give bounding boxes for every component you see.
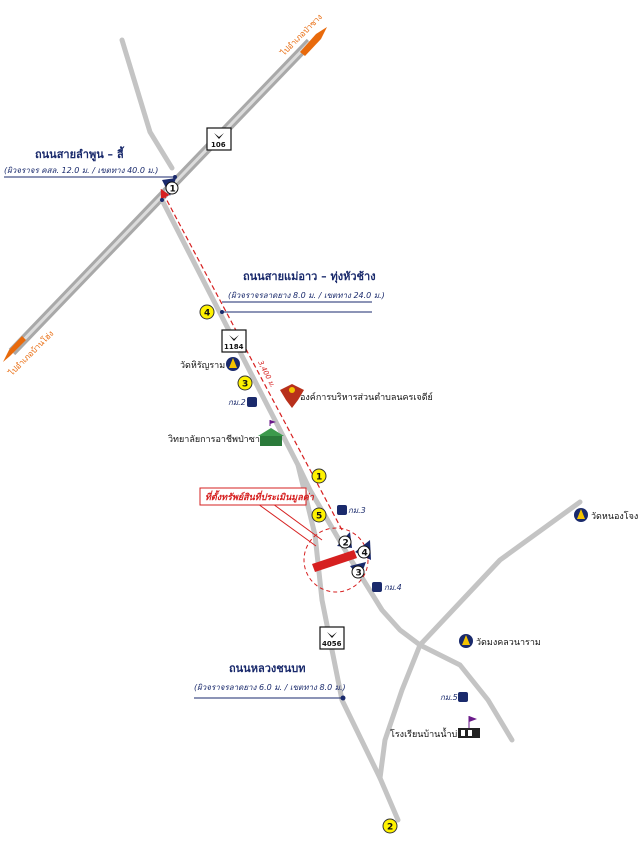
- photo-point-5: 5: [311, 507, 327, 523]
- route-shield-1184: 1184: [221, 329, 247, 353]
- svg-text:1: 1: [170, 185, 176, 195]
- place-school: โรงเรียนบ้านน้ำบ่อย: [390, 716, 480, 740]
- svg-text:วัดมงคลวนาราม: วัดมงคลวนาราม: [476, 638, 541, 648]
- property-marker: [312, 550, 357, 572]
- property-label-leader: [257, 503, 317, 547]
- key-point-2: 2: [337, 532, 352, 549]
- road-network: [119, 37, 583, 823]
- svg-text:วิทยาลัยการอาชีพป่าซาง: วิทยาลัยการอาชีพป่าซาง: [168, 434, 264, 445]
- photo-point-1: 1: [311, 468, 327, 484]
- temple-icon: [574, 508, 588, 522]
- route-shield-106: 106: [206, 127, 232, 151]
- svg-text:4: 4: [362, 549, 368, 559]
- property-label: ที่ตั้งทรัพย์สินที่ประเมินมูลค่า: [205, 490, 315, 503]
- highway-106: [8, 38, 314, 356]
- svg-text:4: 4: [204, 309, 210, 319]
- svg-text:กม.2: กม.2: [228, 398, 246, 407]
- place-wat-hiran: วัดหิรัญราม: [180, 357, 240, 371]
- km-marker-4: กม.4: [372, 582, 402, 592]
- school-building-icon: [258, 420, 284, 446]
- place-wat-mongkol: วัดมงคลวนาราม: [459, 634, 541, 648]
- svg-text:วัดหนองโจง: วัดหนองโจง: [591, 511, 638, 522]
- svg-text:ถนนสายแม่อาว – ทุ่งหัวช้าง: ถนนสายแม่อาว – ทุ่งหัวช้าง: [243, 270, 376, 284]
- photo-point-2: 2: [382, 818, 398, 834]
- temple-icon: [226, 357, 240, 371]
- place-tambon: องค์การบริหารส่วนตำบลนครเจดีย์: [280, 384, 433, 408]
- school-flag-icon: [458, 716, 480, 738]
- road-callout-1184: ถนนสายแม่อาว – ทุ่งหัวช้าง (ผิวจราจรลาดย…: [220, 270, 385, 314]
- road-callout-106: ถนนสายลำพูน – ลี้ (ผิวจราจร คสล. 12.0 ม.…: [4, 146, 177, 179]
- km-marker-5: กม.5: [440, 692, 468, 702]
- svg-text:โรงเรียนบ้านน้ำบ่อย: โรงเรียนบ้านน้ำบ่อย: [390, 727, 468, 740]
- svg-text:1184: 1184: [224, 343, 244, 351]
- route-shield-4056: 4056: [319, 626, 345, 650]
- svg-text:5: 5: [316, 512, 322, 522]
- svg-text:กม.3: กม.3: [348, 506, 366, 515]
- svg-text:(ผิวจราจรลาดยาง 8.0 ม. / เขตทา: (ผิวจราจรลาดยาง 8.0 ม. / เขตทาง 24.0 ม.): [228, 291, 385, 300]
- svg-text:กม.4: กม.4: [384, 583, 402, 592]
- key-point-4: 4: [355, 540, 371, 560]
- property-label-box: [199, 487, 307, 506]
- svg-text:2: 2: [343, 539, 349, 549]
- temple-icon: [459, 634, 473, 648]
- direction-arrow-southwest: [3, 336, 26, 362]
- place-college: วิทยาลัยการอาชีพป่าซาง: [168, 420, 284, 446]
- direction-arrow-northeast: [300, 27, 327, 56]
- property-area-circle: [303, 527, 369, 593]
- key-point-1: 1: [162, 178, 179, 196]
- key-point-3: 3: [350, 562, 366, 579]
- svg-text:106: 106: [211, 141, 226, 149]
- junction-dot: [160, 198, 164, 202]
- svg-text:(ผิวจราจร คสล. 12.0 ม. / เขตทา: (ผิวจราจร คสล. 12.0 ม. / เขตทาง 40.0 ม.): [4, 166, 158, 175]
- svg-text:4056: 4056: [322, 640, 342, 648]
- svg-text:กม.5: กม.5: [440, 693, 458, 702]
- svg-text:2: 2: [387, 823, 393, 833]
- svg-text:ถนนหลวงชนบท: ถนนหลวงชนบท: [229, 662, 305, 675]
- svg-text:องค์การบริหารส่วนตำบลนครเจดีย์: องค์การบริหารส่วนตำบลนครเจดีย์: [300, 391, 433, 403]
- place-wat-nongjong: วัดหนองโจง: [574, 508, 638, 522]
- photo-point-3: 3: [237, 375, 253, 391]
- svg-text:วัดหิรัญราม: วัดหิรัญราม: [180, 360, 225, 371]
- km-marker-2: กม.2: [228, 397, 257, 407]
- svg-text:3: 3: [356, 569, 362, 579]
- svg-text:1: 1: [316, 473, 322, 483]
- road-callout-rural: ถนนหลวงชนบท (ผิวจราจรลาดยาง 6.0 ม. / เขต…: [194, 662, 346, 701]
- photo-point-4: 4: [199, 304, 215, 320]
- property-label-leader: [272, 503, 323, 541]
- svg-text:ถนนสายลำพูน – ลี้: ถนนสายลำพูน – ลี้: [35, 146, 125, 162]
- svg-text:(ผิวจราจรลาดยาง 6.0 ม. / เขตทา: (ผิวจราจรลาดยาง 6.0 ม. / เขตทาง 8.0 ม.): [194, 683, 346, 692]
- garuda-emblem-icon: [280, 384, 304, 408]
- svg-text:3: 3: [242, 380, 248, 390]
- km-marker-3: กม.3: [337, 505, 366, 515]
